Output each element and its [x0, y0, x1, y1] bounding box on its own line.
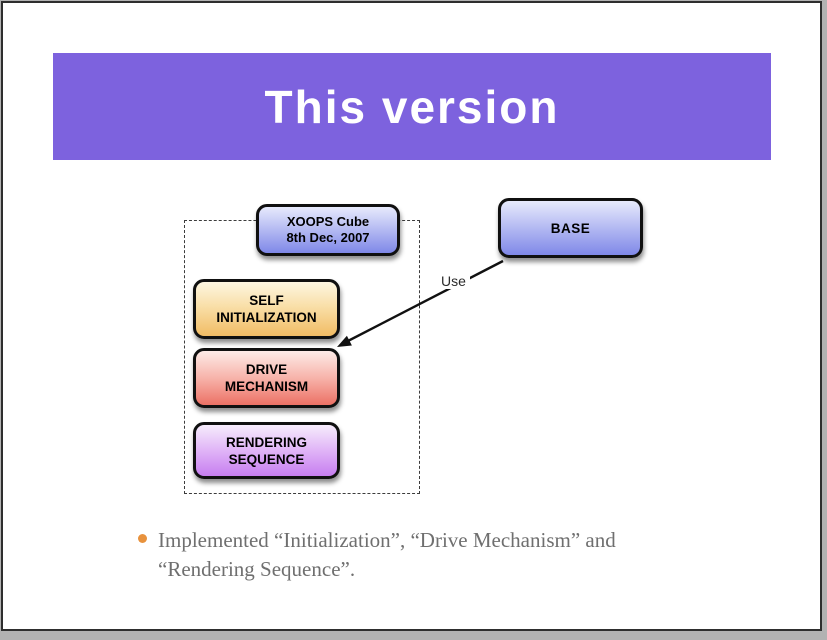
base-box: BASE: [498, 198, 643, 258]
slide-canvas: This version XOOPS Cube 8th Dec, 2007 BA…: [1, 1, 822, 631]
rendering-sequence-line2: SEQUENCE: [228, 451, 305, 467]
base-label: BASE: [550, 220, 591, 236]
rendering-sequence-box: RENDERING SEQUENCE: [193, 422, 340, 479]
self-initialization-line1: SELF: [249, 293, 284, 308]
bullet-text-line2: “Rendering Sequence”.: [158, 557, 356, 581]
use-arrow-label: Use: [437, 273, 470, 289]
bullet-text: Implemented “Initialization”, “Drive Mec…: [158, 526, 755, 584]
drive-mechanism-line2: MECHANISM: [224, 379, 309, 394]
use-arrow: [337, 259, 504, 347]
self-initialization-line2: INITIALIZATION: [216, 310, 317, 325]
architecture-diagram: XOOPS Cube 8th Dec, 2007 BASE SELF INITI…: [3, 3, 820, 629]
title-banner: This version: [53, 53, 771, 160]
self-initialization-box: SELF INITIALIZATION: [193, 279, 340, 339]
drive-mechanism-box: DRIVE MECHANISM: [193, 348, 340, 408]
rendering-sequence-line1: RENDERING: [225, 434, 307, 450]
xoops-cube-box: XOOPS Cube 8th Dec, 2007: [256, 204, 400, 256]
slide-title: This version: [264, 80, 560, 133]
drive-mechanism-line1: DRIVE: [245, 362, 288, 377]
bullet-marker-icon: [138, 534, 147, 543]
bullet-text-line1: Implemented “Initialization”, “Drive Mec…: [158, 528, 616, 552]
xoops-cube-line1: XOOPS Cube: [286, 214, 370, 229]
xoops-cube-line2: 8th Dec, 2007: [286, 230, 370, 245]
bullet-item: Implemented “Initialization”, “Drive Mec…: [135, 526, 755, 584]
